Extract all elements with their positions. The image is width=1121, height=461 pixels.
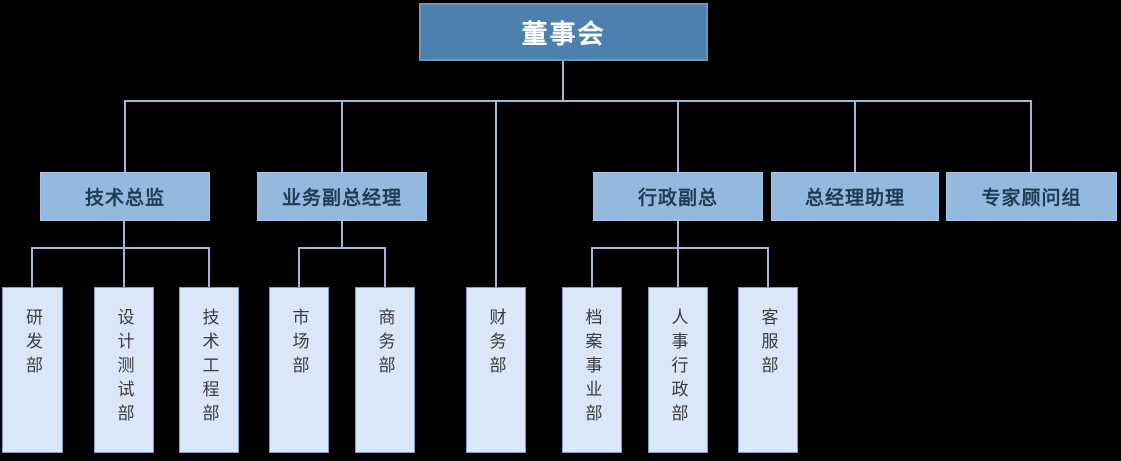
node-label: 设计测试部	[114, 308, 134, 428]
node-hr-admin-dept: 人事行政部	[648, 287, 708, 453]
connector-admin-drop-right	[767, 247, 769, 287]
connector-drop-tech	[124, 100, 126, 172]
connector-admin-rail	[591, 247, 769, 249]
node-label: 商务部	[375, 308, 395, 380]
connector-tech-rail	[31, 247, 210, 249]
connector-admin-middle	[677, 221, 679, 287]
node-label: 业务副总经理	[281, 188, 402, 209]
node-label: 专家顾问组	[981, 188, 1082, 209]
node-commerce-dept: 商务部	[355, 287, 415, 453]
node-label: 技术总监	[84, 188, 165, 209]
node-label: 财务部	[486, 308, 506, 380]
node-label: 行政副总	[637, 188, 718, 209]
node-customer-service-dept: 客服部	[738, 287, 798, 453]
node-business-deputy-gm: 业务副总经理	[257, 172, 427, 221]
connector-admin-drop-left	[591, 247, 593, 287]
connector-tech-middle	[123, 221, 125, 287]
node-label: 研发部	[23, 308, 42, 380]
node-tech-engineering-dept: 技术工程部	[179, 287, 239, 453]
node-marketing-dept: 市场部	[269, 287, 329, 453]
connector-tech-drop-right	[208, 247, 210, 287]
node-tech-director: 技术总监	[40, 172, 210, 221]
node-admin-deputy-gm: 行政副总	[593, 172, 763, 221]
node-finance-dept: 财务部	[466, 287, 526, 453]
connector-level1-rail	[124, 100, 1032, 102]
connector-business-rail	[298, 247, 386, 249]
connector-business-drop-left	[298, 247, 300, 287]
node-rd-dept: 研发部	[2, 287, 63, 453]
connector-root-stem	[562, 61, 564, 100]
node-design-testing-dept: 设计测试部	[94, 287, 154, 453]
connector-business-drop-right	[384, 247, 386, 287]
node-gm-assistant: 总经理助理	[771, 172, 939, 221]
connector-drop-admin	[677, 100, 679, 172]
node-label: 技术工程部	[199, 308, 219, 428]
connector-drop-gm-assistant	[854, 100, 856, 172]
connector-drop-finance	[495, 100, 497, 287]
connector-tech-drop-left	[31, 247, 33, 287]
node-label: 市场部	[289, 308, 309, 380]
node-label: 总经理助理	[804, 188, 905, 209]
node-expert-advisory-group: 专家顾问组	[946, 172, 1117, 221]
node-board-of-directors: 董事会	[419, 3, 708, 61]
connector-drop-business	[341, 100, 343, 172]
connector-drop-expert-group	[1030, 100, 1032, 172]
node-label: 客服部	[758, 308, 778, 380]
node-label: 董事会	[521, 18, 606, 49]
connector-business-stem	[341, 221, 343, 247]
node-archive-business-dept: 档案事业部	[562, 287, 622, 453]
node-label: 档案事业部	[582, 308, 602, 428]
node-label: 人事行政部	[668, 308, 688, 428]
